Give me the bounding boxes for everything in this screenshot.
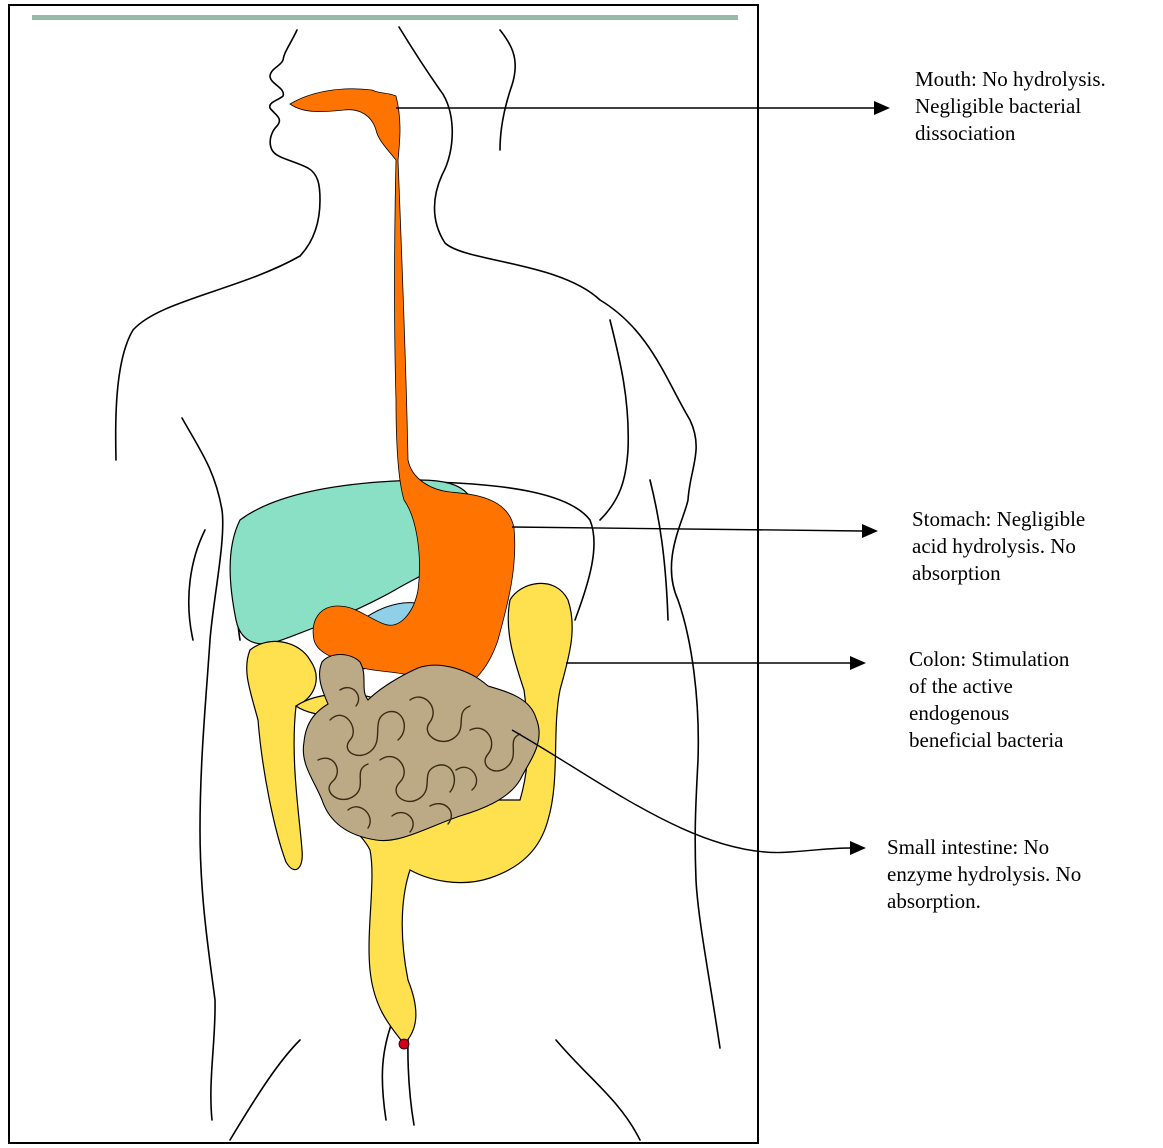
mouth-label-line-1: Mouth: No hydrolysis. (915, 66, 1106, 93)
stomach-leader-line (512, 527, 862, 531)
small-intestine-label: Small intestine: No enzyme hydrolysis. N… (887, 834, 1081, 915)
mouth-label-line-3: dissociation (915, 120, 1106, 147)
colon-label-line-2: of the active (909, 673, 1069, 700)
mouth-arrowhead (874, 101, 890, 115)
stomach-label-line-2: acid hydrolysis. No (912, 533, 1085, 560)
anus-marker (399, 1039, 409, 1049)
stomach-label-line-1: Stomach: Negligible (912, 506, 1085, 533)
colon-label-line-4: beneficial bacteria (909, 727, 1069, 754)
stomach-label: Stomach: Negligible acid hydrolysis. No … (912, 506, 1085, 587)
mouth-label-line-2: Negligible bacterial (915, 93, 1106, 120)
small-intestine-leader-line (512, 730, 850, 853)
arrowheads (850, 101, 890, 855)
top-band (32, 15, 738, 20)
colon-label-line-3: endogenous (909, 700, 1069, 727)
colon-arrowhead (850, 656, 866, 670)
stomach-arrowhead (862, 524, 878, 538)
colon-label: Colon: Stimulation of the active endogen… (909, 646, 1069, 754)
small-intestine-label-line-1: Small intestine: No (887, 834, 1081, 861)
small-intestine-arrowhead (850, 841, 866, 855)
mouth-label: Mouth: No hydrolysis. Negligible bacteri… (915, 66, 1106, 147)
small-intestine-label-line-3: absorption. (887, 888, 1081, 915)
colon-label-line-1: Colon: Stimulation (909, 646, 1069, 673)
body-outline (116, 27, 720, 1140)
stomach-label-line-3: absorption (912, 560, 1085, 587)
small-intestine-label-line-2: enzyme hydrolysis. No (887, 861, 1081, 888)
